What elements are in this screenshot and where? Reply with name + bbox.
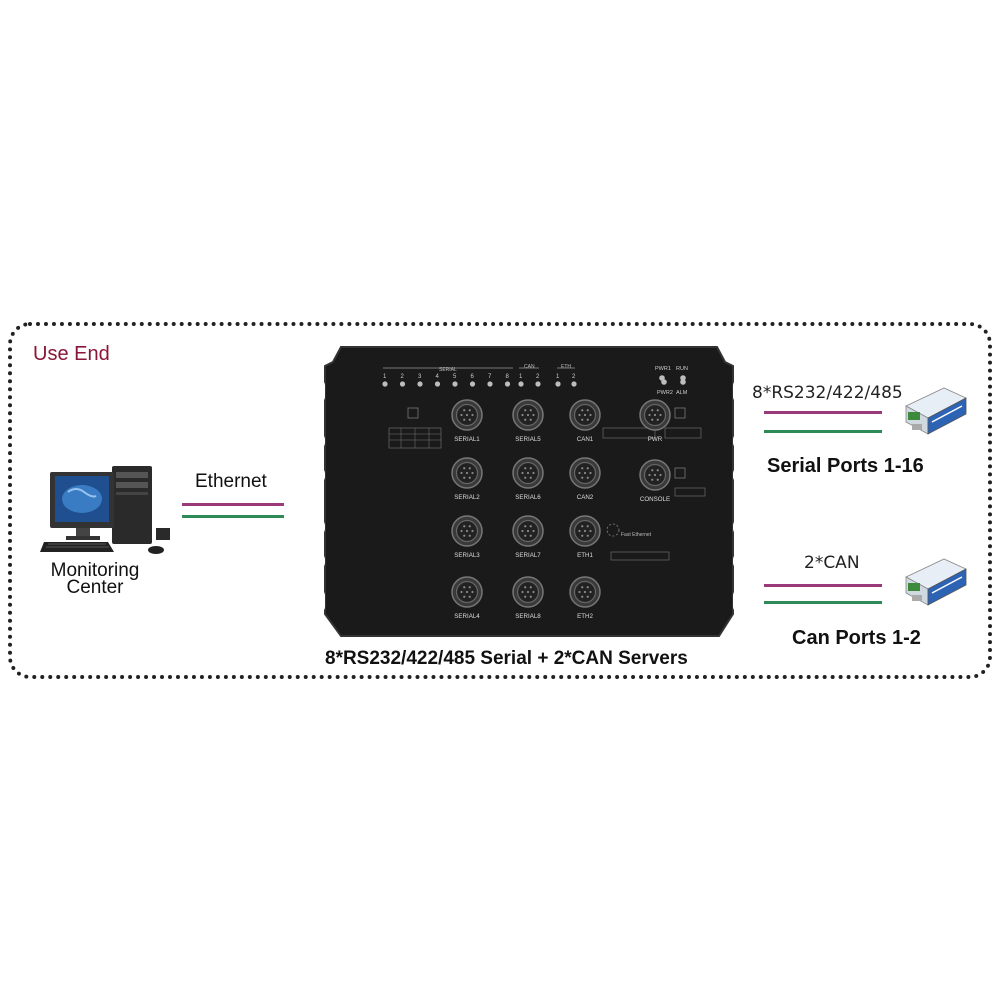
led-number-serial-7: 7 — [488, 374, 492, 380]
port-label-console: CONSOLE — [640, 496, 670, 503]
port-label-serial7: SERIAL7 — [515, 552, 541, 559]
led-serial-2 — [399, 381, 406, 387]
device-caption: 8*RS232/422/485 Serial + 2*CAN Servers — [325, 648, 688, 669]
status-led-run — [680, 375, 686, 381]
can-line-purple — [764, 584, 882, 587]
port-serial3 — [451, 515, 483, 547]
port-label-serial8: SERIAL8 — [515, 613, 541, 620]
status-led-label-alm: ALM — [676, 390, 688, 396]
status-led-pwr2 — [661, 379, 667, 385]
can-ports-caption: Can Ports 1-2 — [792, 627, 921, 649]
status-led-label-run: RUN — [676, 366, 688, 372]
serial-ports-caption: Serial Ports 1-16 — [767, 455, 924, 477]
port-serial7 — [512, 515, 544, 547]
status-led-label-pwr2: PWR2 — [657, 390, 673, 396]
port-eth2 — [569, 576, 601, 608]
port-serial8 — [512, 576, 544, 608]
led-can-2 — [535, 381, 541, 387]
port-serial5 — [512, 399, 544, 431]
led-number-serial-6: 6 — [471, 374, 475, 380]
led-group-serial: SERIAL — [439, 367, 457, 373]
led-serial-4 — [434, 381, 441, 387]
port-pwr — [639, 399, 671, 431]
port-label-serial6: SERIAL6 — [515, 494, 541, 501]
serial-line-purple — [764, 411, 882, 414]
led-number-serial-5: 5 — [453, 374, 457, 380]
led-eth-1 — [555, 381, 561, 387]
led-number-can-1: 1 — [519, 374, 523, 380]
can-converter-icon — [905, 558, 967, 606]
led-eth-2 — [571, 381, 577, 387]
port-label-serial2: SERIAL2 — [454, 494, 480, 501]
port-label-eth2: ETH2 — [577, 613, 593, 620]
can-line-green — [764, 601, 882, 604]
ethernet-line-purple — [182, 503, 284, 506]
ethernet-line-green — [182, 515, 284, 518]
port-eth1 — [569, 515, 601, 547]
led-number-serial-1: 1 — [383, 374, 387, 380]
led-serial-8 — [504, 381, 511, 387]
port-serial6 — [512, 457, 544, 489]
port-label-serial3: SERIAL3 — [454, 552, 480, 559]
port-label-pwr: PWR — [648, 436, 663, 443]
port-label-serial1: SERIAL1 — [454, 436, 480, 443]
port-serial2 — [451, 457, 483, 489]
port-label-eth1: ETH1 — [577, 552, 593, 559]
port-label-serial4: SERIAL4 — [454, 613, 480, 620]
port-console — [639, 459, 671, 491]
led-number-can-2: 2 — [536, 374, 540, 380]
led-can-1 — [518, 381, 524, 387]
led-number-serial-8: 8 — [506, 374, 510, 380]
port-serial4 — [451, 576, 483, 608]
port-label-can1: CAN1 — [577, 436, 594, 443]
serial-converter-icon — [905, 387, 967, 435]
serial-link-label: 8*RS232/422/485 — [752, 383, 903, 403]
led-serial-7 — [487, 381, 493, 387]
led-number-eth-1: 1 — [556, 374, 560, 380]
led-serial-1 — [382, 381, 388, 387]
fast-ethernet-label: Fast Ethernet — [621, 532, 652, 538]
computer-icon — [40, 466, 170, 554]
ethernet-label: Ethernet — [195, 471, 267, 492]
monitoring-center-label: Monitoring Center — [30, 560, 160, 598]
port-label-can2: CAN2 — [577, 494, 594, 501]
led-number-serial-4: 4 — [436, 374, 440, 380]
can-link-label: 2*CAN — [804, 553, 860, 573]
port-label-serial5: SERIAL5 — [515, 436, 541, 443]
led-group-can: CAN — [524, 364, 535, 370]
monitoring-label-line2: Center — [66, 577, 124, 598]
port-can1 — [569, 399, 601, 431]
led-serial-5 — [452, 381, 458, 387]
port-can2 — [569, 457, 601, 489]
use-end-boundary — [8, 322, 992, 679]
led-serial-3 — [417, 381, 423, 387]
monitoring-label-line1: Monitoring — [50, 560, 140, 581]
serial-line-green — [764, 430, 882, 433]
led-group-eth: ETH — [561, 364, 571, 370]
status-led-alm — [680, 379, 686, 385]
use-end-title: Use End — [33, 343, 110, 365]
status-led-label-pwr1: PWR1 — [655, 366, 671, 372]
led-number-eth-2: 2 — [572, 374, 576, 380]
led-serial-6 — [469, 381, 476, 387]
port-serial1 — [451, 399, 483, 431]
led-number-serial-3: 3 — [418, 374, 422, 380]
led-number-serial-2: 2 — [401, 374, 405, 380]
